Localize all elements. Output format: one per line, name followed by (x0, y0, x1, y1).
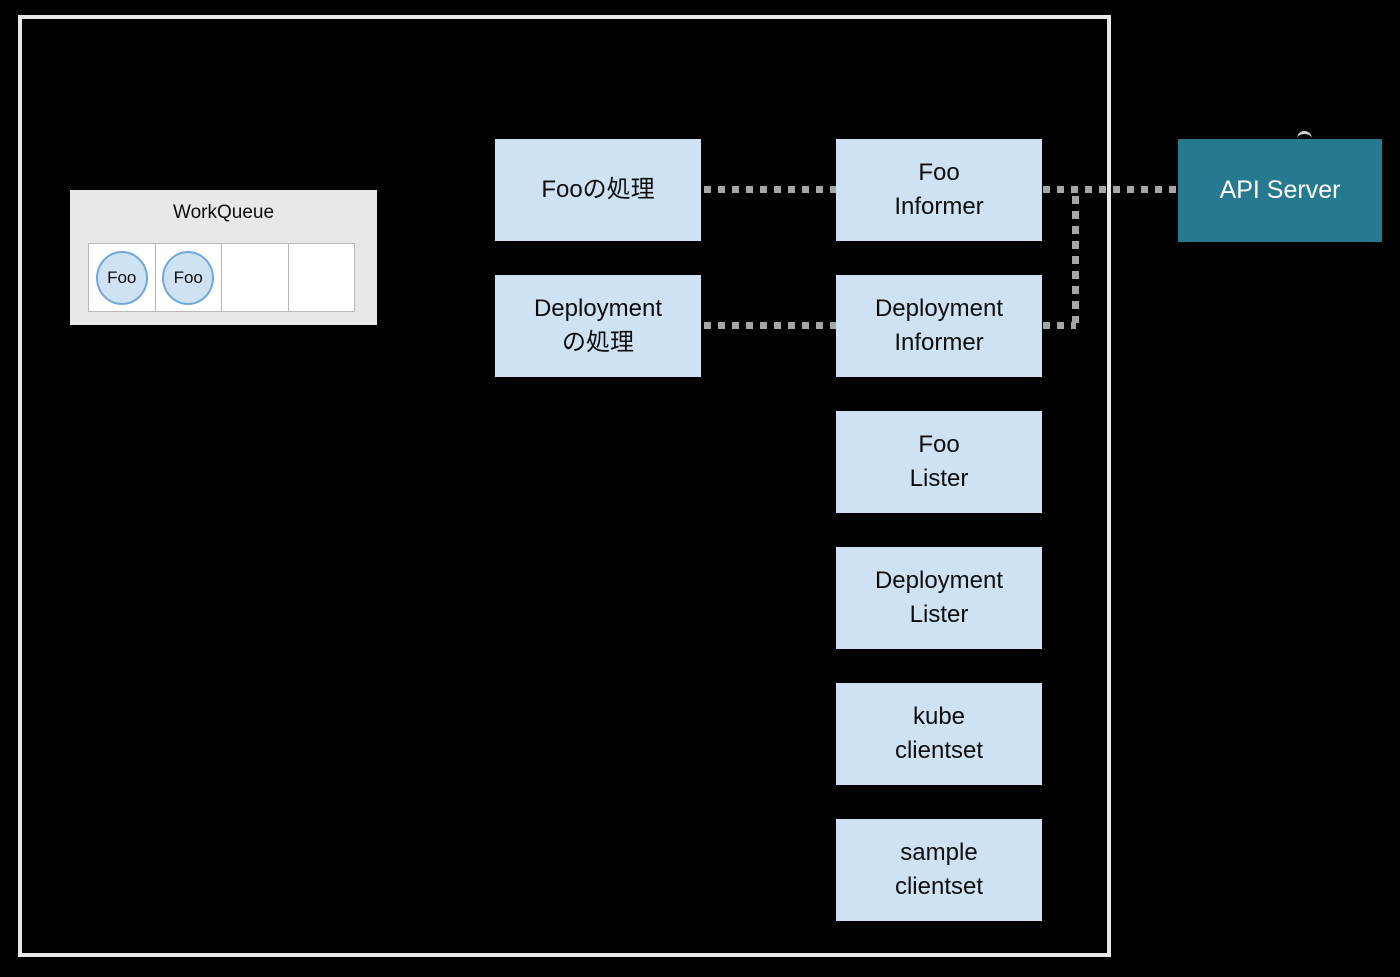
node-foo-lister: Foo Lister (836, 411, 1042, 513)
queue-cell-empty (221, 243, 289, 312)
connector-deployment-process-to-deployment-informer (704, 322, 836, 329)
controller-boundary-box (18, 15, 1111, 957)
node-deployment-lister: Deployment Lister (836, 547, 1042, 649)
node-api-server: API Server (1178, 139, 1382, 242)
cropped-arrow-artifact (1297, 131, 1312, 140)
node-foo-informer: Foo Informer (836, 139, 1042, 241)
node-kube-clientset: kube clientset (836, 683, 1042, 785)
connector-foo-informer-to-api-server (1043, 186, 1178, 193)
queue-item-foo: Foo (162, 250, 215, 305)
queue-item-foo: Foo (95, 250, 148, 305)
workqueue-box: WorkQueue Foo Foo (70, 190, 377, 325)
queue-cell: Foo (88, 243, 156, 312)
connector-foo-process-to-foo-informer (704, 186, 836, 193)
node-sample-clientset: sample clientset (836, 819, 1042, 921)
node-deployment-process: Deployment の処理 (495, 275, 701, 377)
node-foo-process: Fooの処理 (495, 139, 701, 241)
connector-deployment-informer-riser (1072, 196, 1079, 323)
workqueue-slot-row: Foo Foo (88, 243, 355, 312)
node-deployment-informer: Deployment Informer (836, 275, 1042, 377)
queue-cell: Foo (154, 243, 222, 312)
queue-cell-empty (287, 243, 355, 312)
connector-deployment-informer-stub (1043, 322, 1076, 329)
workqueue-title: WorkQueue (172, 202, 275, 223)
